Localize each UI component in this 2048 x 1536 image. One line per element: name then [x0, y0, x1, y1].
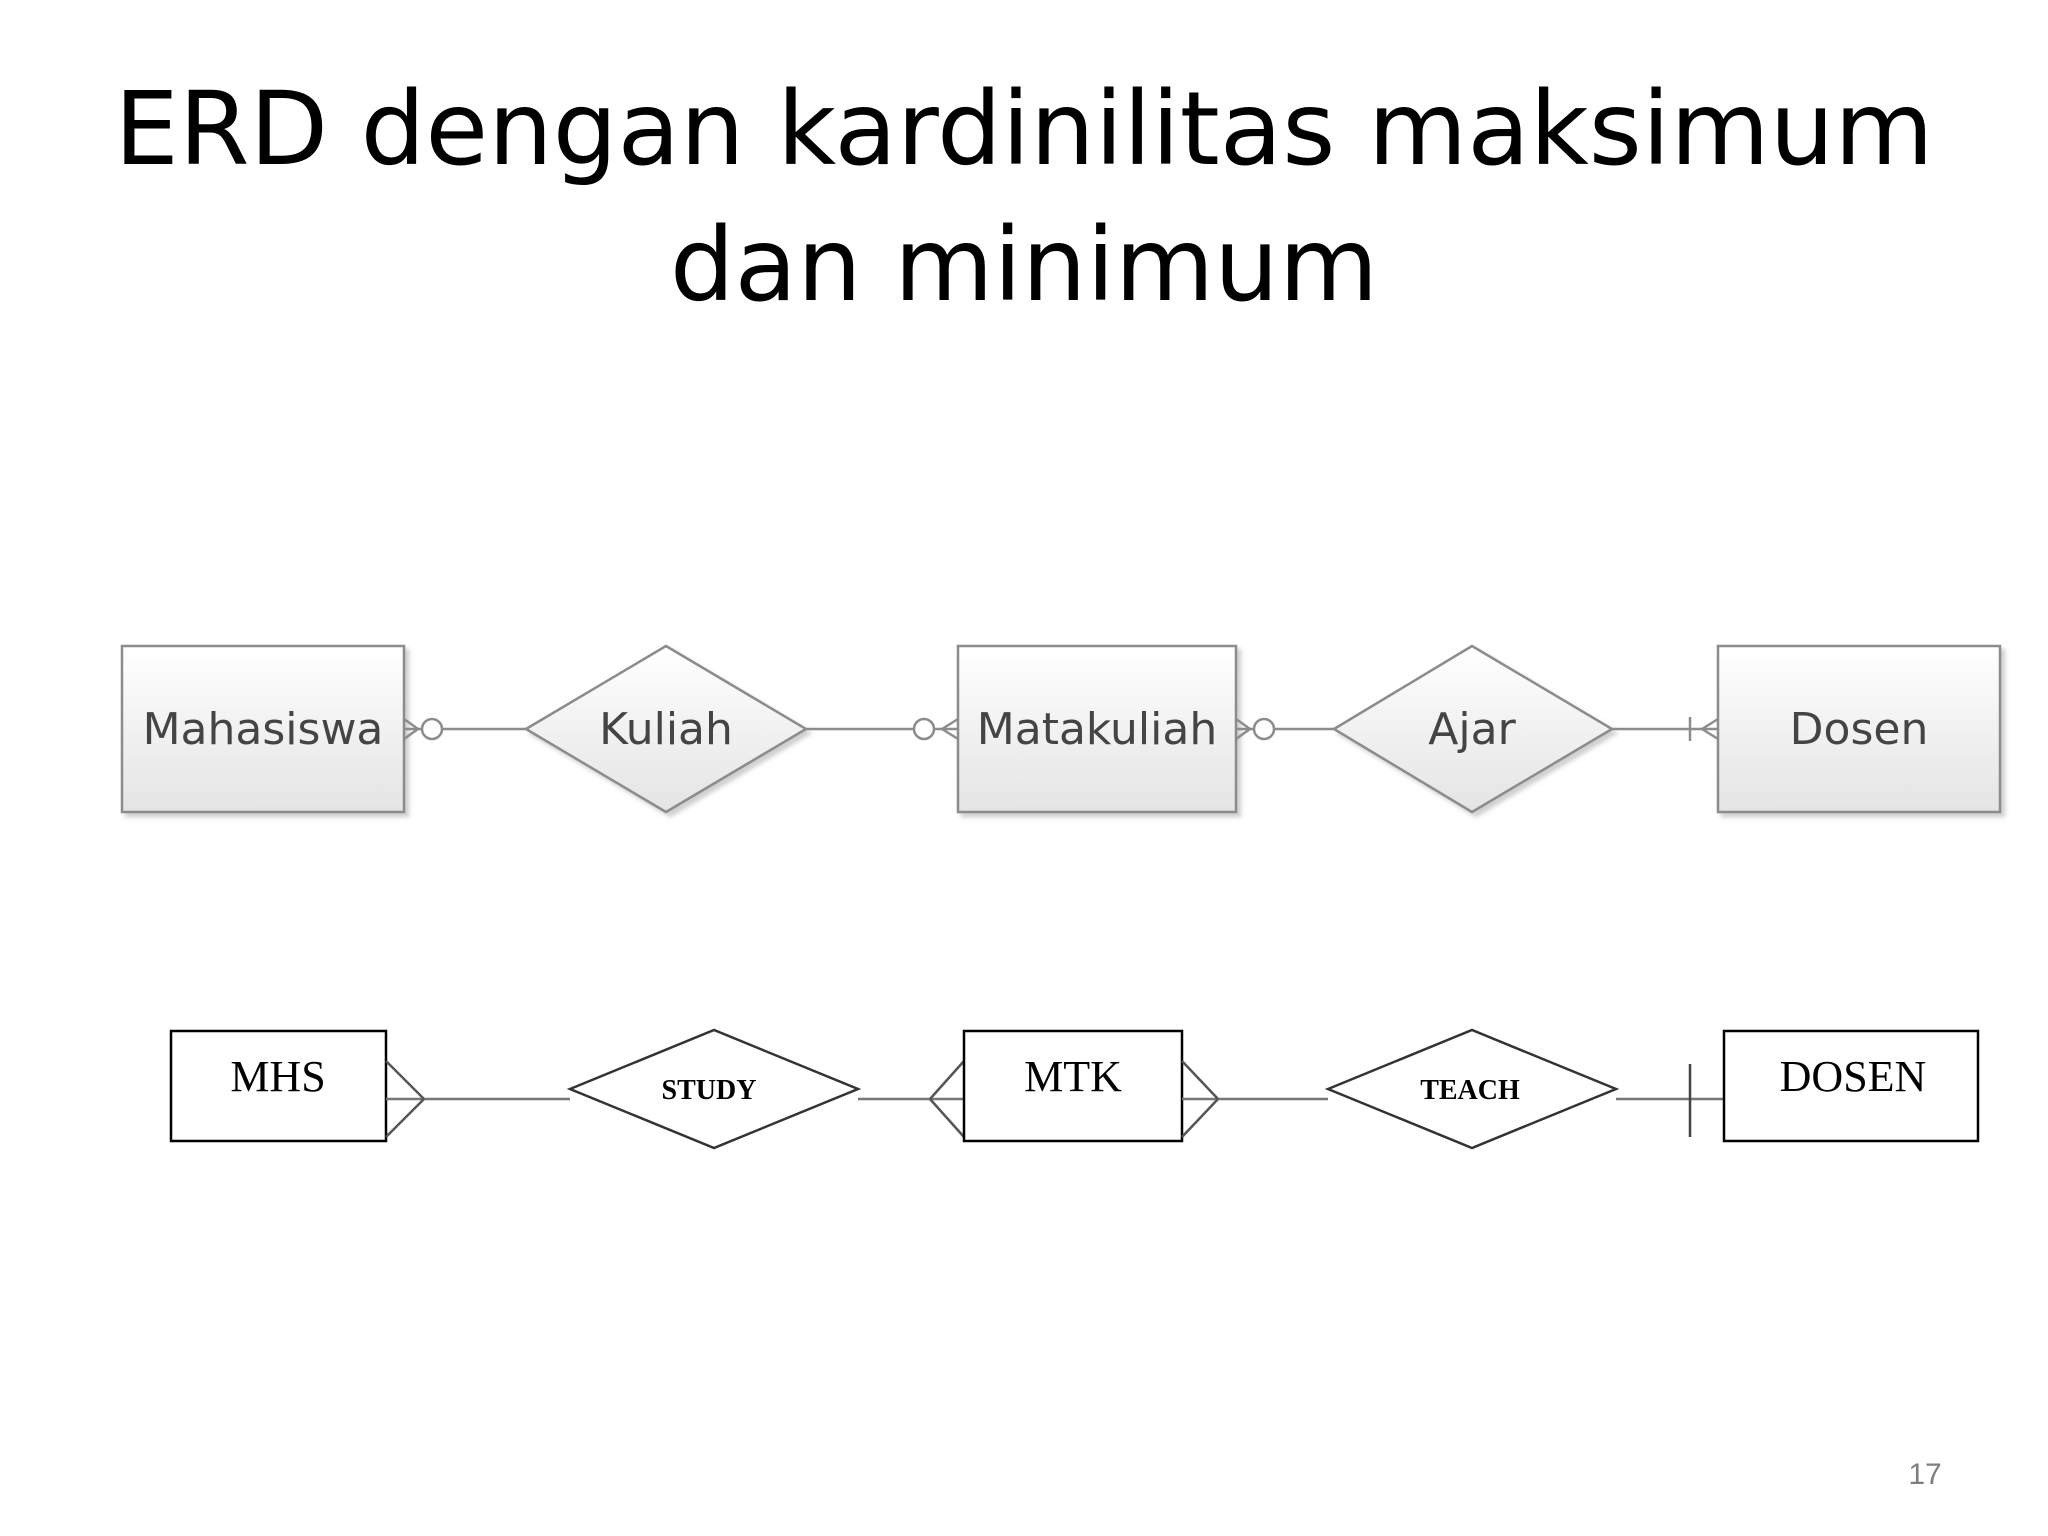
title-line-1: ERD dengan kardinilitas maksimum	[114, 70, 1934, 189]
connector-matakuliah-ajar	[1235, 717, 1334, 741]
connector-ajar-dosen	[1612, 717, 1719, 741]
entity-mtk: MTK	[962, 1029, 1184, 1143]
entity-label-dosen-classic: DOSEN	[1780, 1052, 1927, 1101]
entity-dosen: Dosen	[1716, 644, 2002, 814]
relationship-label-study: STUDY	[662, 1075, 757, 1106]
relationship-kuliah: Kuliah	[523, 644, 809, 814]
page-number: 17	[1908, 1458, 1942, 1491]
erd-bottom: MHS STUDY MTK	[169, 1028, 1980, 1150]
relationship-label-kuliah: Kuliah	[599, 704, 733, 755]
connector-kuliah-matakuliah	[806, 717, 959, 741]
entity-label-dosen: Dosen	[1790, 704, 1929, 755]
relationship-teach: TEACH	[1324, 1028, 1620, 1150]
entity-mahasiswa: Mahasiswa	[120, 644, 406, 814]
connector-mahasiswa-kuliah	[403, 717, 526, 741]
connector-mhs-study	[385, 1060, 570, 1138]
connector-teach-dosen	[1616, 1064, 1724, 1137]
relationship-ajar: Ajar	[1331, 644, 1615, 814]
title-line-2: dan minimum	[669, 206, 1379, 325]
entity-mhs: MHS	[169, 1029, 388, 1143]
relationship-study: STUDY	[566, 1028, 862, 1150]
entity-dosen-classic: DOSEN	[1722, 1029, 1980, 1143]
erd-top: Mahasiswa Kuliah	[120, 644, 2002, 814]
entity-label-mahasiswa: Mahasiswa	[143, 704, 384, 755]
entity-matakuliah: Matakuliah	[956, 644, 1238, 814]
connector-mtk-teach	[1181, 1060, 1328, 1138]
relationship-label-teach: TEACH	[1420, 1075, 1520, 1106]
connector-study-mtk	[858, 1060, 965, 1138]
relationship-label-ajar: Ajar	[1428, 704, 1516, 755]
slide-title: ERD dengan kardinilitas maksimum dan min…	[0, 62, 2048, 334]
entity-label-mtk: MTK	[1024, 1052, 1122, 1101]
entity-label-matakuliah: Matakuliah	[977, 704, 1217, 755]
entity-label-mhs: MHS	[230, 1052, 325, 1101]
